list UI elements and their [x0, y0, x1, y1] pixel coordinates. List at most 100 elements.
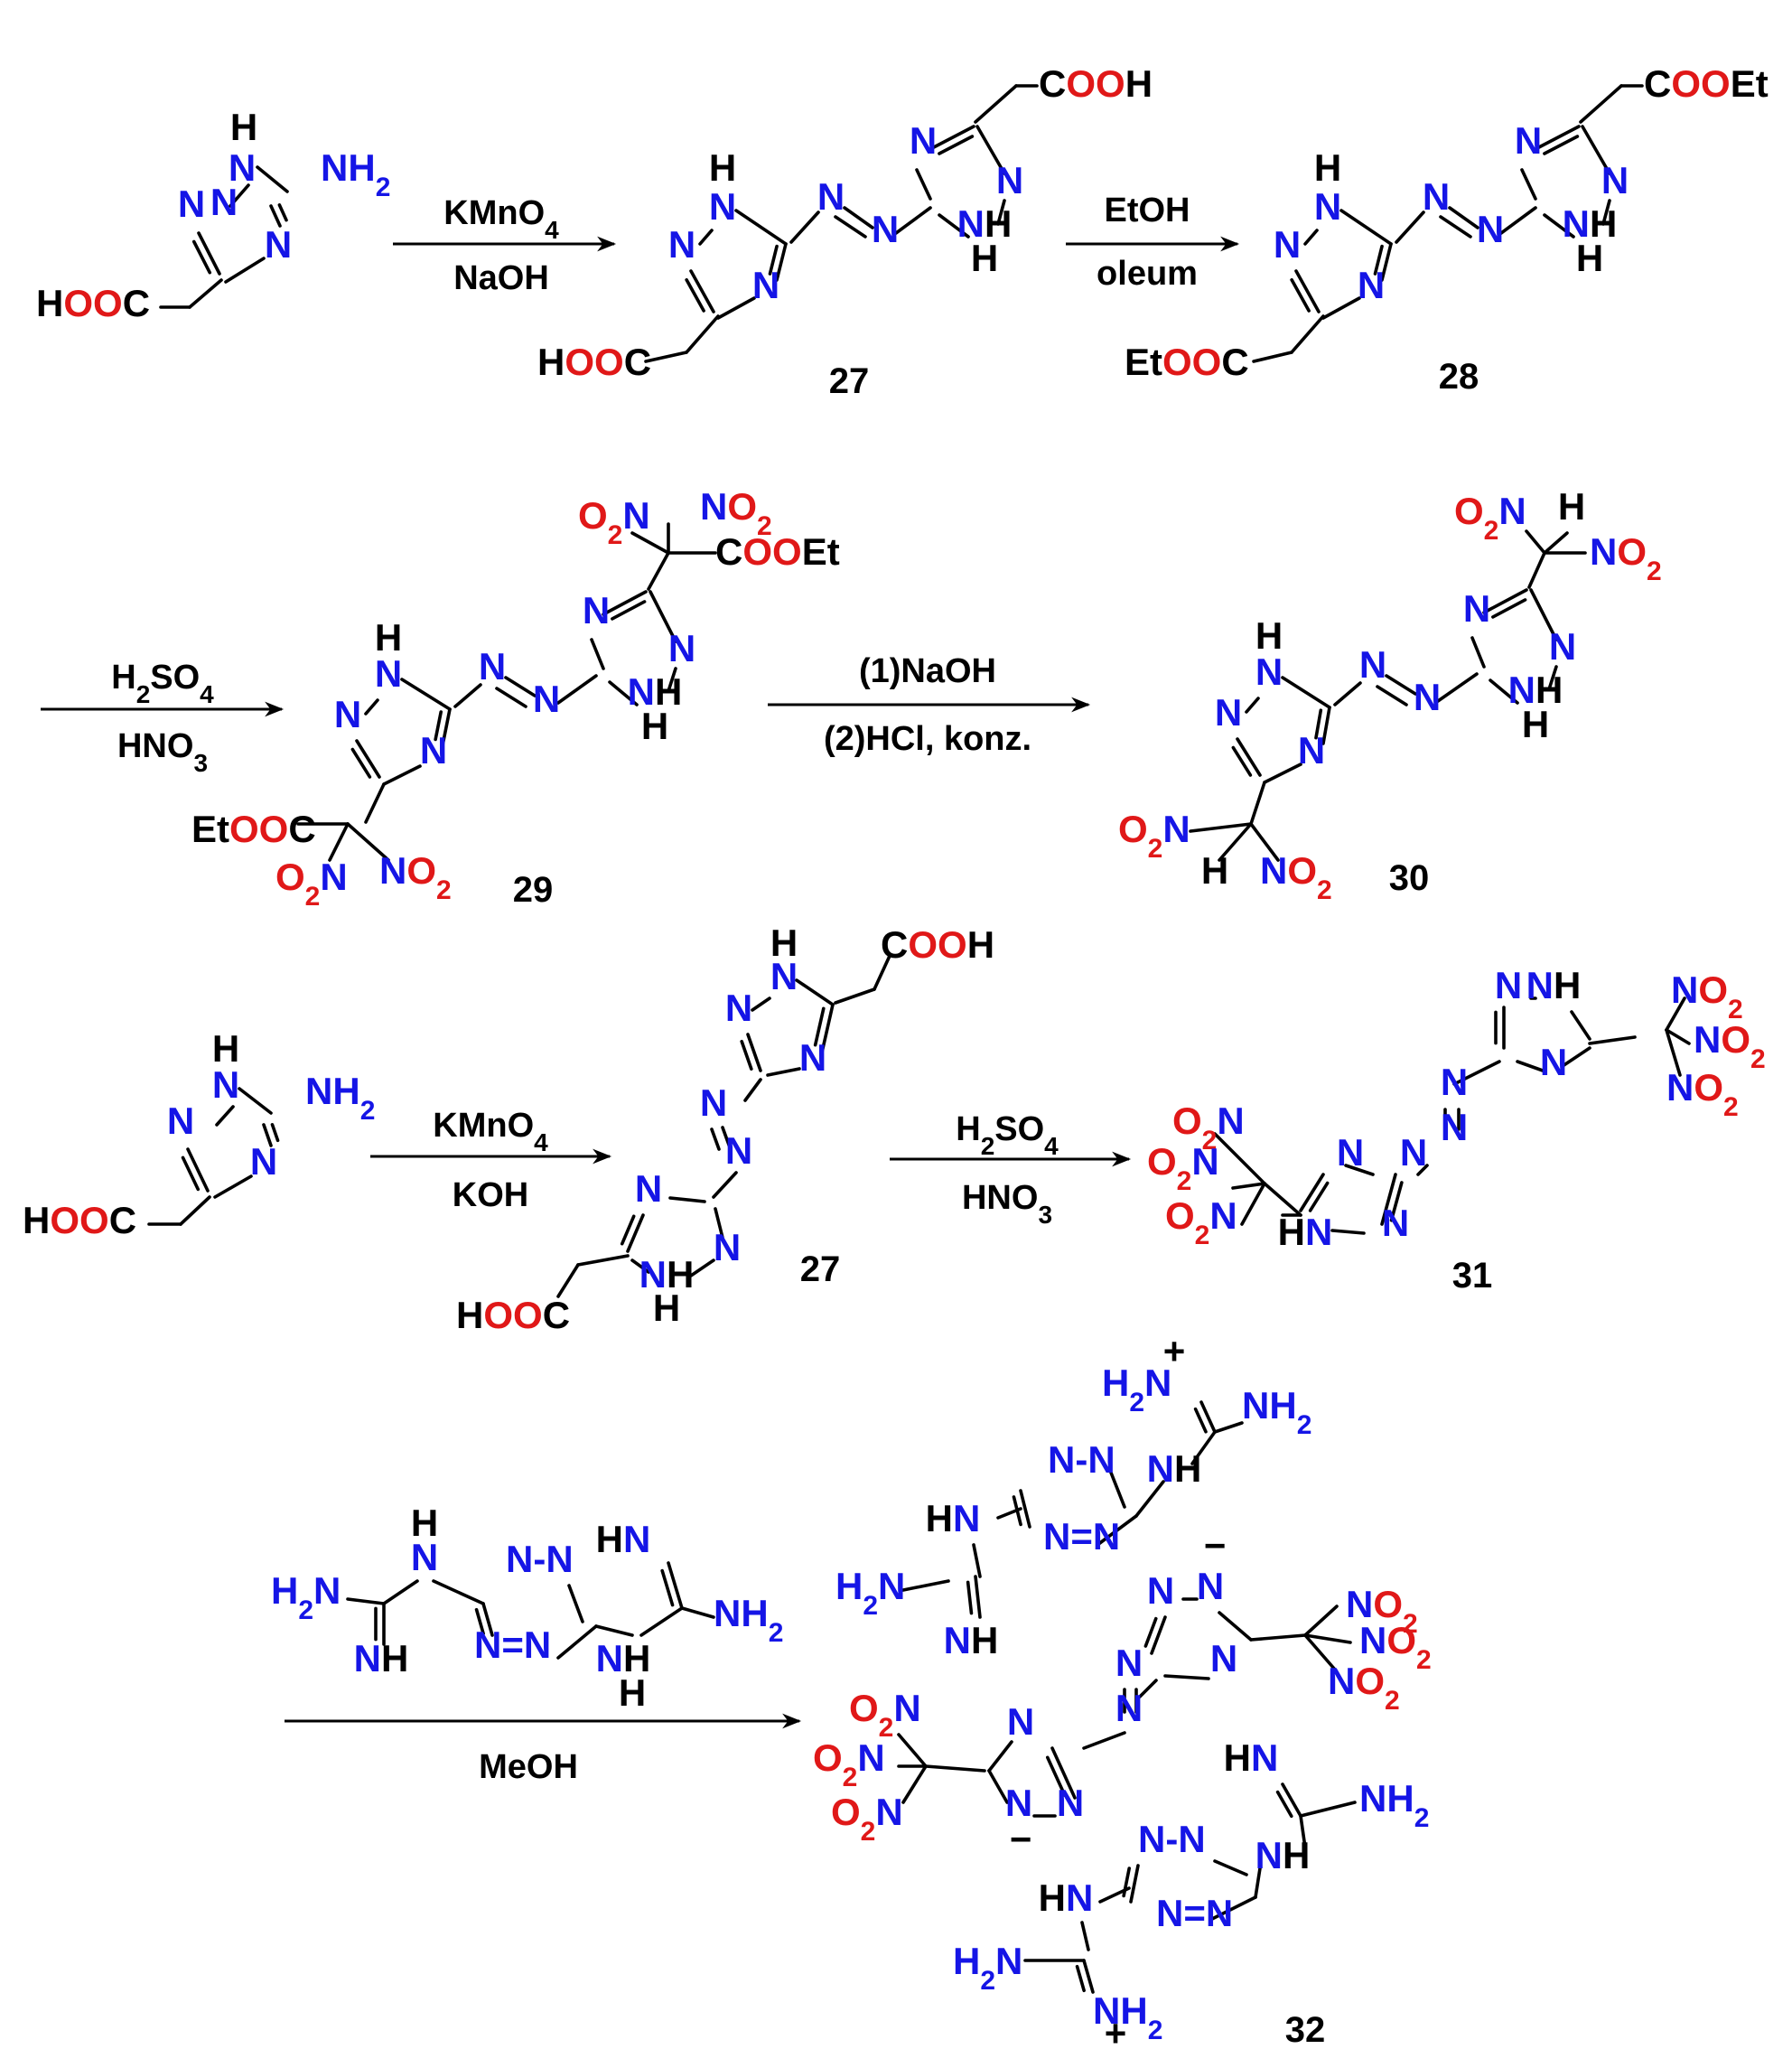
bond: [751, 996, 771, 1012]
reagent-naoh-2: (1)NaOH: [859, 652, 996, 690]
bond: [382, 764, 422, 786]
nh-group: NH: [596, 1637, 651, 1679]
bond: [504, 676, 537, 697]
bond: [630, 531, 670, 555]
hydrogen-atom: H: [653, 1286, 680, 1329]
ester-group: EtOOC: [191, 808, 316, 850]
reagent-kmno4-1: KMnO4: [443, 194, 559, 244]
reagent-kmno4-2: KMnO4: [433, 1107, 548, 1156]
hydrogen-atom: H: [1558, 485, 1585, 528]
bond: [1294, 269, 1321, 313]
bond: [843, 206, 874, 229]
nitrogen-atom: N: [996, 159, 1023, 201]
bond: [1213, 1132, 1266, 1185]
bond: [1380, 242, 1393, 282]
bond: [689, 269, 715, 313]
bond: [364, 698, 379, 716]
bond: [1249, 822, 1280, 862]
bond: [1252, 351, 1293, 363]
bond: [1199, 1400, 1217, 1434]
bond: [813, 1006, 826, 1047]
bond: [1543, 213, 1575, 239]
hn-group: HN: [596, 1518, 651, 1560]
bond: [1075, 1964, 1086, 1993]
hydrogen-atom: H: [375, 616, 402, 659]
nitrogen-atom: N: [178, 182, 205, 225]
reagent-koh: KOH: [453, 1176, 528, 1214]
bond: [441, 707, 452, 747]
bond: [1665, 1028, 1691, 1045]
bond: [608, 680, 639, 706]
bond: [346, 822, 390, 862]
bond: [667, 1561, 684, 1610]
nitrogen-atom: N: [668, 627, 695, 669]
amino-group: NH2: [305, 1070, 375, 1126]
bond: [938, 135, 975, 155]
compound-label-27b: 27: [800, 1249, 841, 1289]
nitro-group: O2N: [813, 1736, 885, 1792]
nitro-group: O2N: [1172, 1099, 1245, 1155]
bond: [224, 257, 266, 284]
bond: [215, 1105, 235, 1127]
bond: [1491, 598, 1527, 619]
bond: [972, 1543, 982, 1578]
nitrogen-atom: N: [1601, 159, 1629, 201]
hn-group: HN: [926, 1497, 981, 1539]
nitro-group: O2N: [578, 494, 650, 550]
bond: [1240, 1182, 1266, 1226]
bond: [186, 1147, 210, 1193]
bond: [966, 1580, 974, 1615]
bond: [1579, 84, 1623, 124]
bond: [179, 1195, 211, 1226]
nitro-group: O2N: [275, 856, 348, 912]
carboxyl-group: HOOC: [23, 1199, 136, 1241]
bond: [1098, 1886, 1131, 1904]
hydrogen-atom: H: [212, 1027, 239, 1070]
nitro-group: O2N: [1165, 1194, 1237, 1250]
hydrogen-atom: H: [1314, 146, 1341, 189]
bond: [474, 1607, 485, 1636]
reagent-hcl: (2)HCl, konz.: [824, 720, 1031, 758]
bond: [660, 1568, 675, 1607]
carboxyl-group: HOOC: [537, 341, 651, 383]
bond: [1527, 551, 1546, 589]
nitrogen-atom: N: [229, 146, 256, 189]
bond: [1373, 244, 1384, 276]
nitrogen-atom: N: [1337, 1131, 1364, 1174]
bond: [716, 296, 756, 320]
hydrogen-atom: H: [619, 1671, 646, 1714]
nh-group: NH: [944, 1619, 999, 1661]
bond: [1529, 588, 1558, 641]
bond: [743, 1078, 762, 1102]
bond: [1249, 781, 1266, 826]
compound-label-29: 29: [513, 870, 554, 910]
bond: [364, 782, 386, 824]
bond: [556, 674, 598, 705]
bond: [567, 1584, 584, 1623]
bond: [996, 1507, 1022, 1520]
hn-group: HN: [1224, 1736, 1279, 1779]
nitro-group: NO2: [1590, 530, 1662, 586]
bond: [277, 203, 288, 222]
bond: [987, 1740, 1013, 1773]
bond: [1082, 1731, 1126, 1750]
nitro-group: O2N: [1147, 1140, 1219, 1196]
bond: [434, 710, 443, 742]
bond: [768, 244, 779, 276]
bond: [1299, 1801, 1357, 1818]
nitrogen-atom: N: [1057, 1782, 1084, 1824]
bond: [1263, 763, 1302, 784]
compound-label-30: 30: [1389, 858, 1430, 898]
bond: [667, 667, 677, 693]
nitrogen-atom: N: [1197, 1565, 1224, 1607]
reaction-arrows: [41, 236, 1240, 1729]
bond: [680, 1606, 715, 1619]
nitrogen-atom: N: [250, 1140, 277, 1183]
bond: [974, 84, 1018, 124]
bond: [1303, 1633, 1337, 1671]
bond: [1416, 1164, 1429, 1176]
bond: [685, 277, 705, 313]
bond: [668, 1196, 706, 1203]
bond: [685, 314, 720, 354]
bond: [820, 1003, 835, 1054]
